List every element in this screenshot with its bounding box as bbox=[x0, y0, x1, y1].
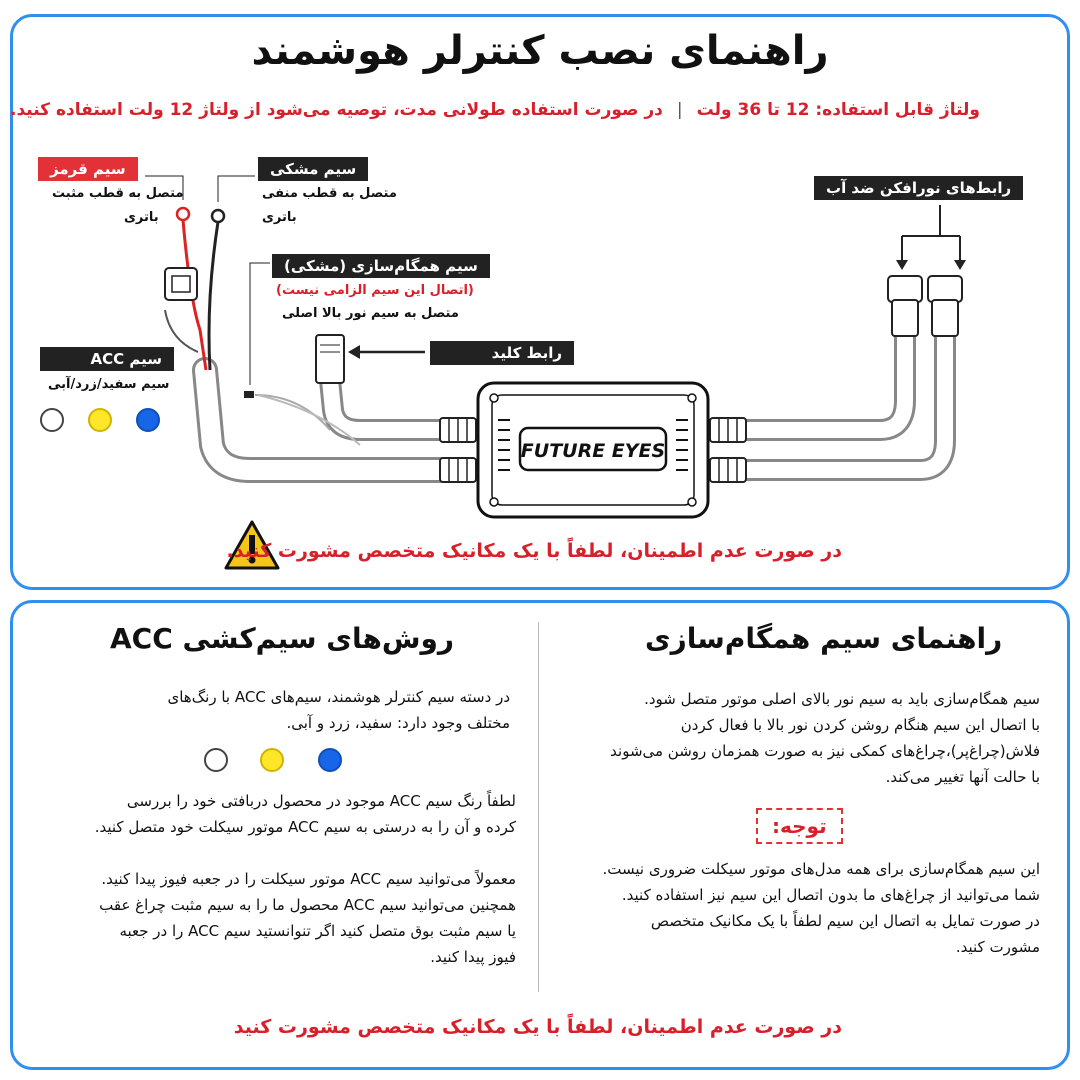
attention-badge: توجه: bbox=[756, 808, 843, 844]
black-wire-note-1: متصل به قطب منفی bbox=[262, 186, 397, 201]
voltage-advice: در صورت استفاده طولانی مدت، توصیه می‌شود… bbox=[9, 100, 663, 120]
acc-p2-line1: لطفاً رنگ سیم ACC موجود در محصول دربافتی… bbox=[126, 792, 516, 810]
acc-wire-colors: سیم سفید/زرد/آبی bbox=[48, 377, 170, 392]
page-title: راهنمای نصب کنترلر هوشمند bbox=[251, 28, 829, 74]
sync-p1-line1: سیم همگام‌سازی باید به سیم نور بالای اصل… bbox=[644, 690, 1040, 708]
white-dot bbox=[40, 408, 64, 432]
acc-p1-line2: مختلف وجود دارد: سفید، زرد و آبی. bbox=[286, 714, 510, 732]
acc-p3-line4: فیوز پیدا کنید. bbox=[430, 948, 516, 966]
acc-guide-paragraph-2: لطفاً رنگ سیم ACC موجود در محصول دربافتی… bbox=[30, 788, 516, 840]
acc-guide-paragraph-1: در دسته سیم کنترلر هوشمند، سیم‌های ACC ب… bbox=[40, 684, 511, 736]
sync-wire-tag: سیم همگام‌سازی (مشکی) bbox=[272, 254, 490, 278]
top-warning-text: در صورت عدم اطمینان، لطفاً با یک مکانیک … bbox=[226, 540, 843, 562]
bottom-panel bbox=[10, 600, 1070, 1070]
switch-tag: رابط کلید bbox=[430, 341, 574, 365]
acc-p3-line2: همچنین می‌توانید سیم ACC محصول ما را به … bbox=[99, 896, 516, 914]
voltage-range: ولتاژ قابل استفاده: 12 تا 36 ولت bbox=[696, 100, 980, 120]
sync-wire-note: متصل به سیم نور بالا اصلی bbox=[282, 306, 459, 321]
controller-box: FUTURE EYES bbox=[476, 381, 710, 519]
acc-p1-line1: در دسته سیم کنترلر هوشمند، سیم‌های ACC ب… bbox=[167, 688, 511, 706]
acc-wire-tag: سیم ACC bbox=[40, 347, 174, 371]
acc-guide-paragraph-3: معمولاً می‌توانید سیم ACC موتور سیکلت را… bbox=[28, 866, 516, 970]
acc-white-dot bbox=[204, 748, 228, 772]
acc-p3-line3: یا سیم مثبت بوق متصل کنید اگر تنوانستید … bbox=[119, 922, 516, 940]
sync-p2-line1: این سیم همگام‌سازی برای همه مدل‌های موتو… bbox=[602, 860, 1040, 878]
brand-text: FUTURE EYES bbox=[521, 440, 665, 462]
column-divider bbox=[538, 622, 539, 992]
bottom-warning-text: در صورت عدم اطمینان، لطفاً با یک مکانیک … bbox=[233, 1016, 842, 1038]
acc-guide-title: روش‌های سیم‌کشی ACC bbox=[110, 622, 455, 655]
yellow-dot bbox=[88, 408, 112, 432]
blue-dot bbox=[136, 408, 160, 432]
voltage-line: ولتاژ قابل استفاده: 12 تا 36 ولت | در صورت… bbox=[10, 100, 980, 120]
sync-p2-line3: در صورت تمایل به اتصال این سیم لطفاً با … bbox=[650, 912, 1040, 930]
acc-blue-dot bbox=[318, 748, 342, 772]
red-wire-tag: سیم قرمز bbox=[38, 157, 138, 181]
sync-guide-title: راهنمای سیم همگام‌سازی bbox=[645, 622, 1003, 655]
waterproof-tag: رابط‌های نورافکن ضد آب bbox=[814, 176, 1024, 200]
switch-connector bbox=[315, 334, 345, 384]
waterproof-connectors bbox=[887, 275, 963, 337]
sync-wire-optional: (اتصال این سیم الزامی نیست) bbox=[276, 283, 474, 298]
red-wire-note-1: متصل به قطب مثبت bbox=[52, 186, 184, 201]
harness-right-1 bbox=[734, 319, 916, 441]
black-wire-tag: سیم مشکی bbox=[258, 157, 369, 181]
sync-p2-line4: مشورت کنید. bbox=[955, 938, 1040, 956]
sync-p2-line2: شما می‌توانید از چراغ‌های ما بدون اتصال … bbox=[621, 886, 1040, 904]
acc-yellow-dot bbox=[260, 748, 284, 772]
sync-guide-paragraph-2: این سیم همگام‌سازی برای همه مدل‌های موتو… bbox=[556, 856, 1040, 960]
sync-guide-paragraph-1: سیم همگام‌سازی باید به سیم نور بالای اصل… bbox=[560, 686, 1040, 790]
sync-p1-line2: با اتصال این سیم هنگام روشن کردن نور بال… bbox=[680, 716, 1040, 734]
acc-p3-line1: معمولاً می‌توانید سیم ACC موتور سیکلت را… bbox=[101, 870, 516, 888]
voltage-separator: | bbox=[676, 100, 683, 120]
red-wire-note-2: باتری bbox=[124, 210, 159, 225]
acc-p2-line2: کرده و آن را به درستی به سیم ACC موتور س… bbox=[94, 818, 516, 836]
sync-p1-line3: فلاش(چراغ‌پر)،چراغ‌های کمکی نیز به صورت … bbox=[610, 742, 1040, 760]
black-wire-note-2: باتری bbox=[262, 210, 297, 225]
warning-icon-top bbox=[224, 520, 280, 570]
sync-p1-line4: با حالت آنها تغییر می‌کند. bbox=[885, 768, 1040, 786]
